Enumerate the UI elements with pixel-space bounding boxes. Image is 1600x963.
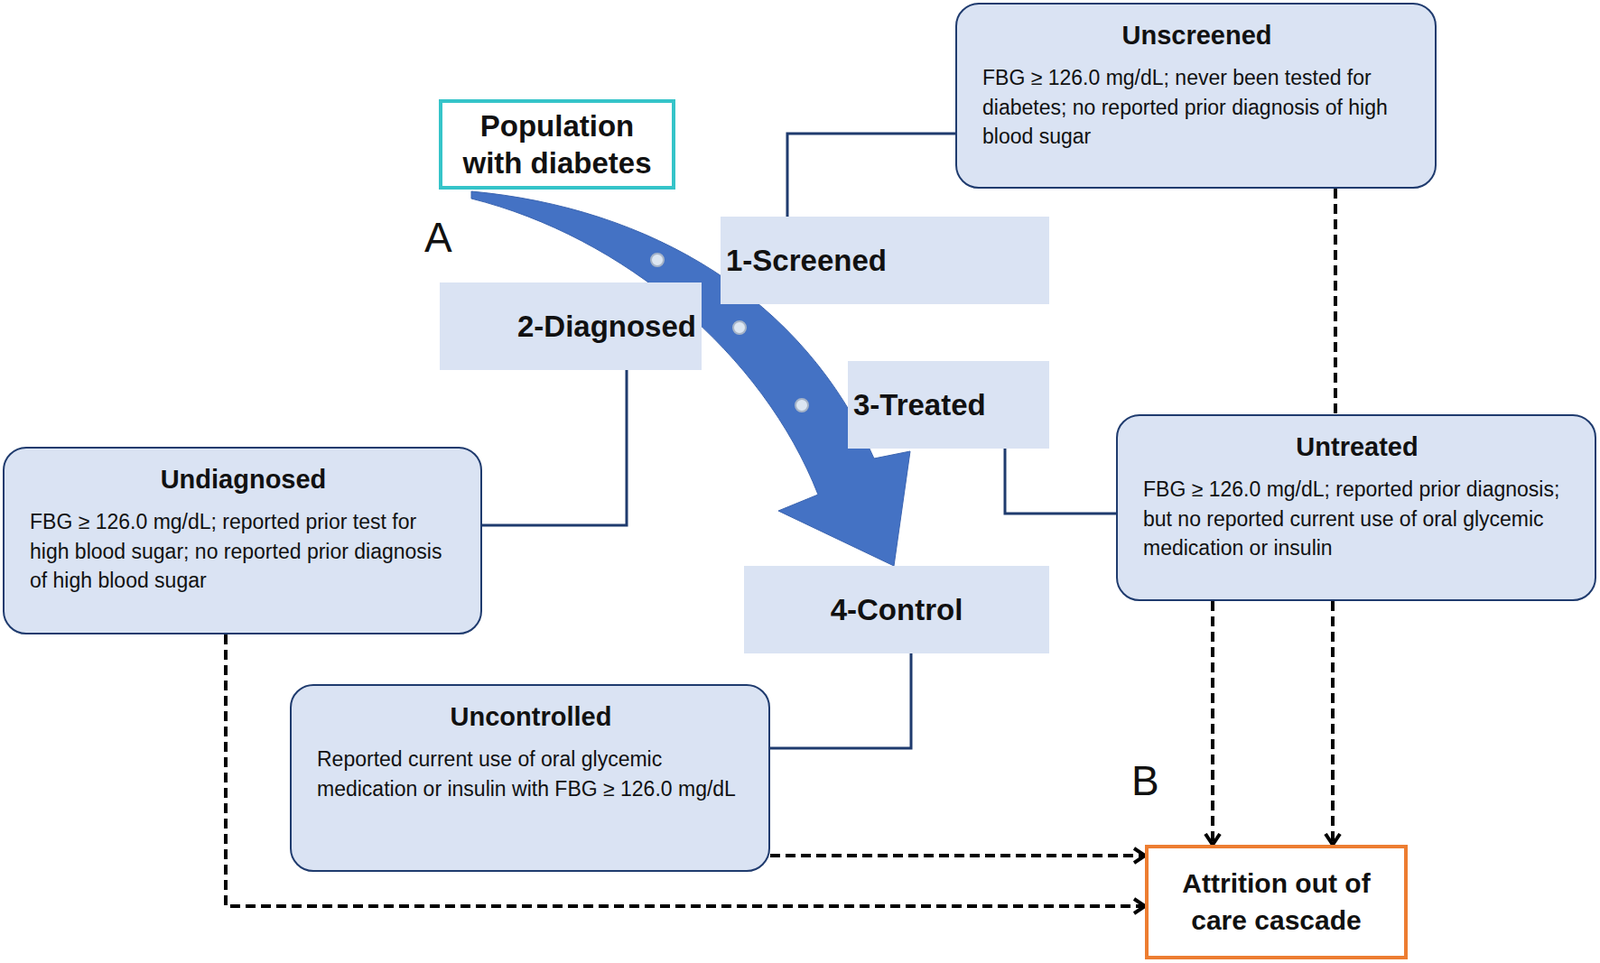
population-box: Population with diabetes (438, 99, 676, 190)
attrition-connector (1210, 601, 1215, 846)
category-box: UncontrolledReported current use of oral… (289, 684, 771, 873)
attrition-connector (770, 854, 1145, 858)
cascade-dot (795, 399, 809, 412)
panel-letter: B (1131, 756, 1160, 806)
panel-letter: A (424, 213, 453, 262)
node-body: FBG ≥ 126.0 mg/dL; never been tested for… (982, 63, 1412, 152)
attrition-connector (225, 634, 1145, 907)
node-title: Population with diabetes (447, 107, 667, 183)
stage-connector (1004, 448, 1117, 514)
stage-connector (482, 370, 627, 526)
stage-box: 3-Treated (847, 361, 1050, 449)
category-box: UndiagnosedFBG ≥ 126.0 mg/dL; reported p… (2, 446, 483, 635)
node-title: 1-Screened (725, 243, 887, 279)
cascade-dot (651, 253, 664, 267)
category-box: UntreatedFBG ≥ 126.0 mg/dL; reported pri… (1116, 414, 1597, 602)
stage-connector (787, 133, 956, 217)
node-body: FBG ≥ 126.0 mg/dL; reported prior test f… (29, 507, 457, 596)
cascade-dot (733, 321, 746, 335)
node-title: 4-Control (830, 593, 964, 628)
node-title: Uncontrolled (316, 702, 745, 733)
node-title: Untreated (1143, 432, 1572, 463)
node-title: Attrition out of care cascade (1157, 865, 1396, 940)
node-title: Unscreened (982, 20, 1412, 51)
node-title: 3-Treated (853, 388, 987, 423)
node-body: FBG ≥ 126.0 mg/dL; reported prior diagno… (1143, 474, 1572, 564)
attrition-connector (1333, 188, 1338, 415)
attrition-connector (1330, 601, 1335, 846)
category-box: UnscreenedFBG ≥ 126.0 mg/dL; never been … (955, 2, 1437, 189)
cascade-arrow-body (471, 191, 911, 567)
node-title: Undiagnosed (29, 465, 457, 495)
stage-connector (770, 653, 912, 749)
cascade-arrow (471, 191, 911, 567)
stage-box: 1-Screened (720, 216, 1050, 305)
node-body: Reported current use of oral glycemic me… (316, 744, 745, 804)
attrition-box: Attrition out of care cascade (1144, 845, 1408, 960)
stage-box: 4-Control (744, 566, 1050, 654)
node-title: 2-Diagnosed (517, 309, 697, 345)
stage-box: 2-Diagnosed (439, 282, 702, 371)
